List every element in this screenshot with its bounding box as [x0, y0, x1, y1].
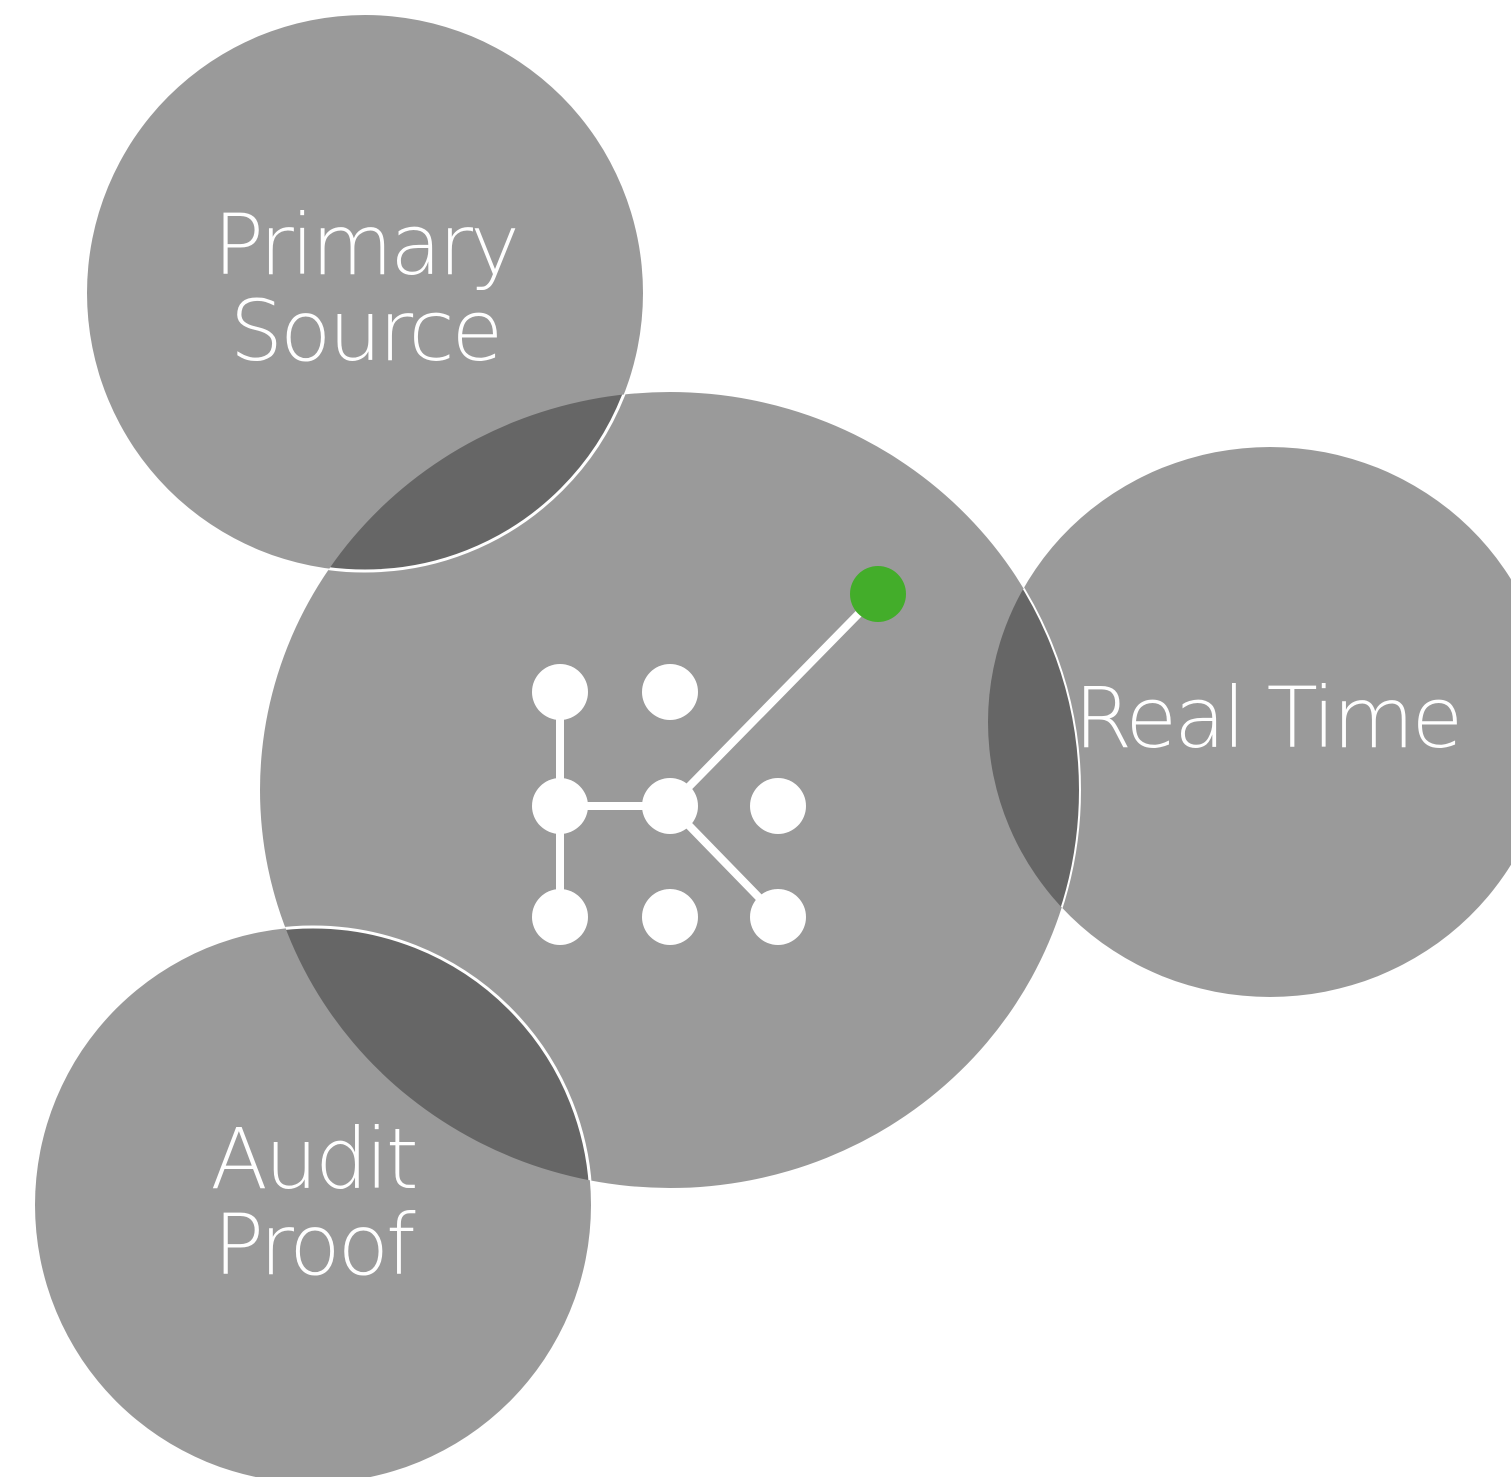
icon-node: [532, 664, 588, 720]
icon-node: [642, 664, 698, 720]
icon-node-accent: [850, 566, 906, 622]
primary-source-label: Primary: [213, 196, 517, 294]
audit-proof-label: Audit: [210, 1110, 415, 1208]
icon-node: [642, 778, 698, 834]
audit-proof-outline: [260, 925, 593, 1188]
audit-proof-label-line2: Proof: [213, 1196, 416, 1294]
real-time-circle: [988, 447, 1511, 997]
icon-node: [532, 889, 588, 945]
overlap-primary-center: [260, 392, 643, 571]
network-node-icon: [532, 566, 906, 945]
icon-node: [532, 778, 588, 834]
real-time-label: Real Time: [1074, 669, 1460, 767]
icon-link-diagonal-up: [666, 590, 882, 810]
overlap-audit-center: [260, 927, 591, 1188]
icon-node: [750, 889, 806, 945]
primary-source-label-line2: Source: [230, 282, 501, 380]
center-outline: [988, 447, 1081, 997]
icon-node: [642, 889, 698, 945]
primary-source-outline: [260, 392, 645, 573]
icon-node: [750, 778, 806, 834]
